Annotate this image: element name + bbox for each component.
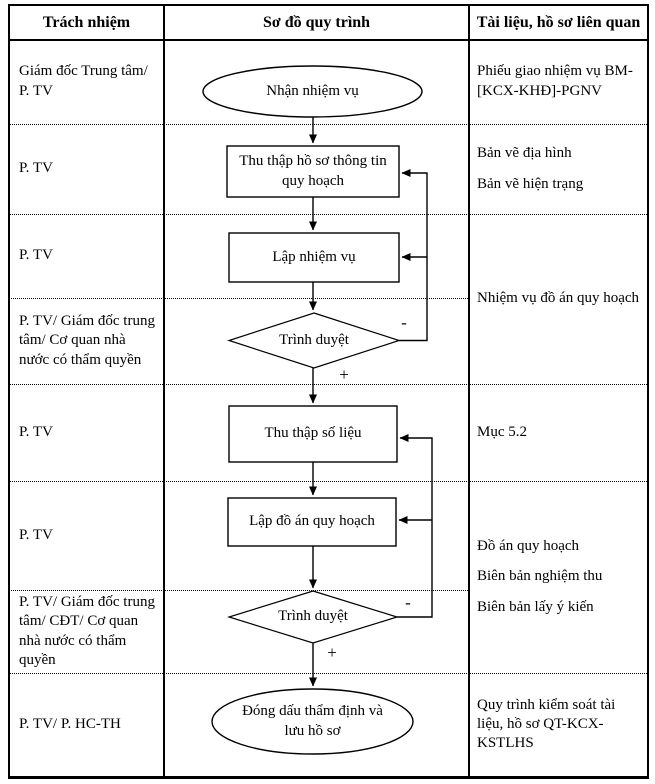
- decision1-label: Trình duyệt: [279, 331, 349, 348]
- responsibility-cell-4: P. TV/ Giám đốc trung tâm/ Cơ quan nhà n…: [10, 298, 161, 384]
- responsibility-cell-6: P. TV: [10, 481, 161, 590]
- responsibility-cell-8: P. TV/ P. HC-TH: [10, 673, 161, 776]
- responsibility-cell-5: P. TV: [10, 384, 161, 481]
- responsibility-label: P. TV: [19, 526, 53, 543]
- decision2-minus-label: -: [405, 593, 411, 612]
- column-divider-2: [468, 4, 470, 779]
- responsibility-label: P. TV: [19, 247, 53, 264]
- document-line: Biên bản lấy ý kiến: [477, 598, 594, 615]
- row-divider-7: [8, 673, 649, 674]
- decision2-label: Trình duyệt: [278, 608, 348, 625]
- step4-label: Lập đồ án quy hoạch: [249, 513, 375, 530]
- header-underline: [8, 39, 649, 41]
- procedure-table: Trách nhiệm Sơ đồ quy trình Tài liệu, hồ…: [8, 4, 649, 779]
- decision1-minus-label: -: [401, 313, 407, 332]
- document-line: Biên bản nghiệm thu: [477, 568, 603, 585]
- document-cell-6: Quy trình kiểm soát tài liệu, hồ sơ QT-K…: [469, 673, 647, 776]
- step2-label: Lập nhiệm vụ: [272, 248, 356, 265]
- row-divider-5: [8, 481, 649, 482]
- header-responsibility: Trách nhiệm: [42, 13, 131, 31]
- responsibility-cell-3: P. TV: [10, 214, 161, 298]
- document-line: Đồ án quy hoạch: [477, 538, 580, 555]
- header-diagram: Sơ đồ quy trình: [262, 13, 371, 31]
- responsibility-label: P. TV/ Giám đốc trung tâm/ CĐT/ Cơ quan …: [19, 594, 155, 668]
- document-cell-1: Phiếu giao nhiệm vụ BM-[KCX-KHĐ]-PGNV: [469, 39, 647, 124]
- document-cell-3: Nhiệm vụ đồ án quy hoạch: [469, 214, 647, 384]
- document-line: Phiếu giao nhiệm vụ BM-[KCX-KHĐ]-PGNV: [477, 63, 633, 99]
- document-line: Mục 5.2: [477, 423, 527, 440]
- start-label: Nhận nhiệm vụ: [266, 82, 359, 99]
- responsibility-label: P. TV: [19, 160, 53, 177]
- document-line: Bản vẽ hiện trạng: [477, 175, 584, 192]
- responsibility-label: P. TV/ Giám đốc trung tâm/ Cơ quan nhà n…: [19, 313, 155, 368]
- document-line: Nhiệm vụ đồ án quy hoạch: [477, 290, 640, 307]
- decision2-plus-label: +: [327, 643, 337, 662]
- row-divider-4: [8, 384, 649, 385]
- responsibility-label: P. TV: [19, 423, 53, 440]
- end-label: Đóng dấu thẩm định và lưu hồ sơ: [242, 703, 383, 739]
- document-cell-4: Mục 5.2: [469, 384, 647, 481]
- responsibility-label: P. TV/ P. HC-TH: [19, 715, 121, 732]
- column-divider-1: [163, 4, 165, 779]
- responsibility-cell-1: Giám đốc Trung tâm/ P. TV: [10, 39, 161, 124]
- step1-label: Thu thập hồ sơ thông tin quy hoạch: [239, 153, 387, 189]
- responsibility-cell-2: P. TV: [10, 124, 161, 214]
- row-divider-3: [8, 298, 468, 299]
- row-divider-2: [8, 214, 649, 215]
- table-border-left: [8, 4, 10, 779]
- table-border-top: [8, 4, 649, 6]
- row-divider-1: [8, 124, 649, 125]
- header-documents: Tài liệu, hồ sơ liên quan: [476, 13, 641, 31]
- table-border-bottom: [8, 776, 649, 779]
- document-line: Quy trình kiểm soát tài liệu, hồ sơ QT-K…: [477, 696, 616, 752]
- document-line: Bản vẽ địa hình: [477, 145, 572, 162]
- table-border-right: [647, 4, 649, 779]
- decision1-plus-label: +: [339, 365, 349, 384]
- responsibility-cell-7: P. TV/ Giám đốc trung tâm/ CĐT/ Cơ quan …: [10, 590, 161, 673]
- step3-label: Thu thập số liệu: [264, 425, 362, 442]
- responsibility-label: Giám đốc Trung tâm/ P. TV: [19, 63, 148, 99]
